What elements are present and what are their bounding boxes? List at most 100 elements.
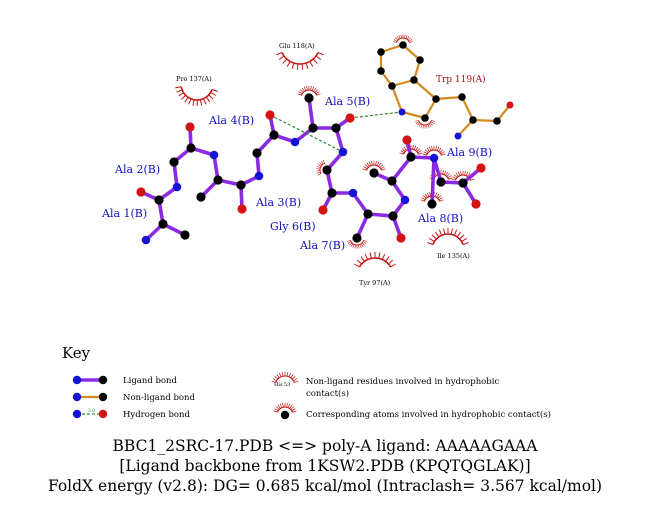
atom-c-19	[308, 123, 318, 133]
key-ligand-bond-sample	[72, 375, 108, 385]
atom-c-15	[252, 148, 262, 158]
label-ala-4: Ala 4(B)	[208, 114, 254, 127]
atom-c-51	[432, 95, 440, 103]
arc-pro-137	[175, 86, 218, 107]
arc-atom-309-98	[297, 85, 321, 96]
atom-n-5	[172, 182, 182, 192]
atom-c-55	[493, 117, 501, 125]
atom-c-45	[416, 56, 424, 64]
key-arc-atom	[273, 402, 297, 413]
atom-c-25	[327, 188, 337, 198]
residue-labels: Ala 1(B) Ala 2(B) Ala 3(B) Ala 4(B) Ala …	[101, 42, 492, 287]
atom-n-9	[209, 150, 219, 160]
atom-c-53	[469, 116, 477, 124]
hydrophobic-arcs	[175, 34, 475, 268]
atom-c-50	[421, 114, 429, 122]
atom-o-8	[185, 122, 195, 132]
atom-c-29	[352, 233, 362, 243]
label-ala-3: Ala 3(B)	[255, 196, 301, 209]
atom-o-13	[237, 204, 247, 214]
atom-n-27	[348, 188, 358, 198]
caption-line-3: FoldX energy (v2.8): DG= 0.685 kcal/mol …	[48, 477, 602, 495]
key-hbond-label: Hydrogen bond	[123, 410, 191, 420]
atom-c-11	[196, 192, 206, 202]
key-arc-residue	[271, 371, 299, 383]
atom-n-0	[141, 235, 151, 245]
label-ala-5: Ala 5(B)	[324, 95, 370, 108]
arc-atom-327-170	[316, 159, 325, 176]
atom-c-16	[269, 130, 279, 140]
arc-atom-357-238	[346, 240, 368, 249]
key-corresponding-atoms-label: Corresponding atoms involved in hydropho…	[306, 409, 551, 420]
atom-c-47	[388, 82, 396, 90]
atom-o-17	[265, 110, 275, 120]
label-ile-135: Ile 135(A)	[437, 252, 470, 260]
atom-c-40	[458, 178, 468, 188]
arc-atom-403-45	[392, 34, 414, 43]
caption: BBC1_2SRC-17.PDB <=> poly-A ligand: AAAA…	[48, 437, 602, 495]
label-trp-119: Trp 119(A)	[436, 74, 486, 85]
key-title: Key	[62, 344, 91, 362]
atom-c-1	[158, 219, 168, 229]
label-ala-9: Ala 9(B)	[446, 146, 492, 159]
label-pro-137: Pro 137(A)	[176, 75, 212, 83]
atom-c-34	[369, 168, 379, 178]
atom-n-14	[254, 171, 264, 181]
atom-o-56	[506, 101, 514, 109]
key-legend: Key Ligand bond Non-ligand bond 3.0 Hydr…	[62, 344, 551, 420]
atom-c-35	[406, 152, 416, 162]
hydrogen-bonds	[269, 111, 403, 153]
atom-n-32	[400, 195, 410, 205]
atom-c-38	[427, 199, 437, 209]
key-atom-arc-sample	[273, 402, 297, 413]
label-ala-2: Ala 2(B)	[114, 163, 160, 176]
atom-n-37	[429, 153, 439, 163]
atom-c-21	[331, 123, 341, 133]
arc-ile-135	[427, 228, 469, 245]
key-his-label: His 53	[274, 382, 290, 388]
key-nonligand-bond-label: Non-ligand bond	[123, 393, 195, 403]
key-nonligand-residues-line1: Non-ligand residues involved in hydropho…	[306, 377, 499, 387]
atom-n-54	[454, 132, 462, 140]
label-gly-6: Gly 6(B)	[270, 220, 316, 233]
atom-c-28	[363, 209, 373, 219]
key-hbond-sample: 3.0	[72, 408, 108, 419]
label-ala-7: Ala 7(B)	[299, 239, 345, 252]
atom-c-46	[410, 76, 418, 84]
atom-n-23	[338, 147, 348, 157]
atom-c-6	[169, 157, 179, 167]
atom-c-20	[304, 93, 314, 103]
atom-o-22	[345, 113, 355, 123]
atom-c-43	[377, 48, 385, 56]
key-nonligand-residues-line2: contact(s)	[306, 388, 349, 399]
arc-tyr-97	[353, 252, 397, 268]
atom-o-36	[402, 135, 412, 145]
atom-n-49	[398, 108, 406, 116]
atom-c-30	[388, 211, 398, 221]
key-ligand-bond-label: Ligand bond	[123, 376, 178, 386]
atom-o-4	[136, 187, 146, 197]
atom-c-33	[387, 176, 397, 186]
atom-c-12	[236, 180, 246, 190]
atom-c-3	[154, 195, 164, 205]
atom-c-10	[213, 175, 223, 185]
atom-o-42	[471, 199, 481, 209]
atom-c-24	[322, 165, 332, 175]
atom-c-44	[399, 41, 407, 49]
atom-n-18	[290, 137, 300, 147]
key-atom-sample	[280, 410, 290, 420]
arc-atom-374-173	[362, 160, 386, 171]
atom-c-48	[377, 67, 385, 75]
atom-c-7	[186, 143, 196, 153]
atom-c-39	[436, 177, 446, 187]
atom-c-2	[180, 230, 190, 240]
label-tyr-97: Tyr 97(A)	[359, 279, 391, 287]
trp119-bonds	[379, 43, 511, 137]
arc-atom-425-118	[414, 120, 436, 129]
arc-atom-434-158	[422, 145, 446, 156]
label-ala-1: Ala 1(B)	[101, 207, 147, 220]
atom-c-52	[458, 93, 466, 101]
atom-o-41	[476, 163, 486, 173]
atom-o-26	[318, 205, 328, 215]
